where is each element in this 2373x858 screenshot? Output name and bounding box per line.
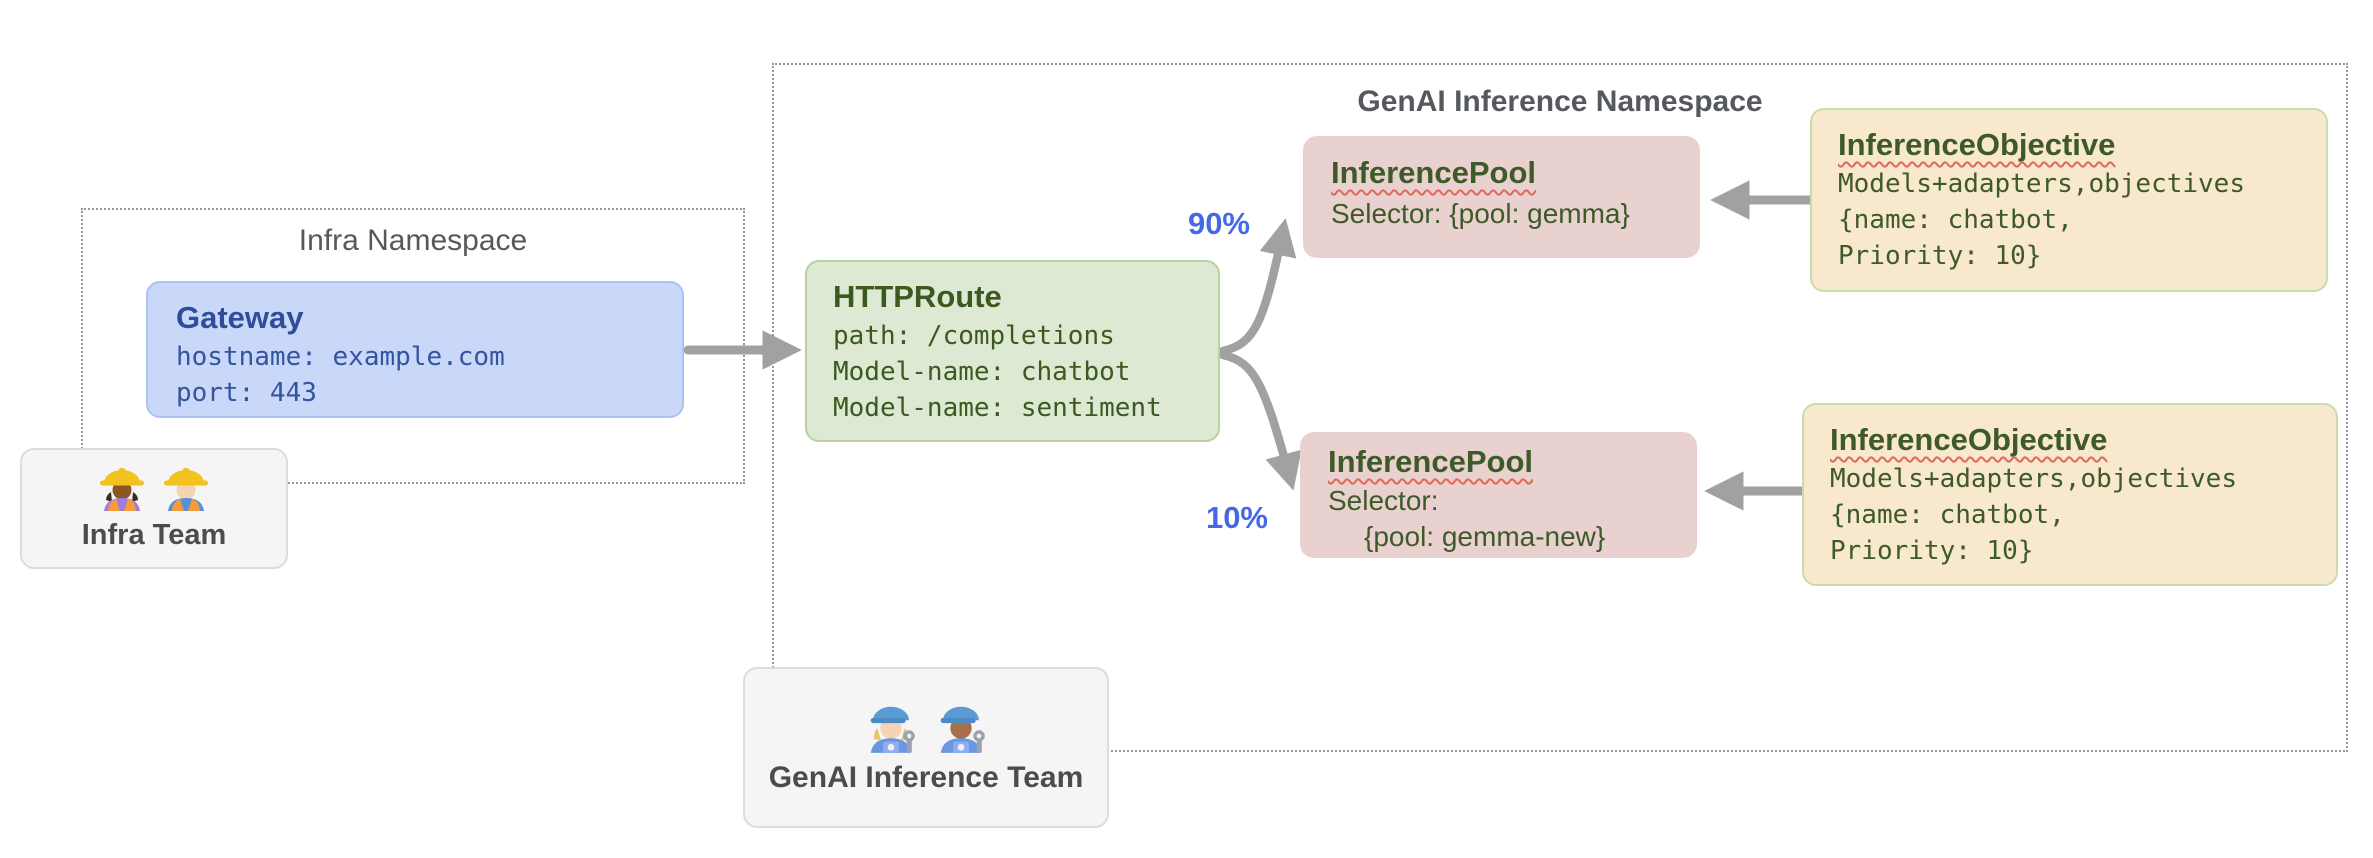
inference-pool-top-title-text: InferencePool [1331,155,1536,190]
mechanic-medium-icon [940,706,985,753]
traffic-weight-90-label: 90% [1187,206,1250,241]
inference-objective-bottom-line-2: {name: chatbot, [1830,500,2065,530]
infra-team-icons [98,465,210,511]
inference-objective-top-line-3: Priority: 10} [1838,241,2042,271]
inference-pool-bottom-box: InferencePool Selector: {pool: gemma-new… [1300,432,1697,558]
httproute-box: HTTPRoute path: /completions Model-name:… [805,260,1220,442]
genai-team-card: GenAI Inference Team [743,667,1109,828]
inference-pool-bottom-selector: Selector: [1328,485,1439,516]
genai-team-icons [864,701,988,753]
inference-pool-bottom-title-text: InferencePool [1328,444,1533,479]
inference-objective-top-line-2: {name: chatbot, [1838,205,2073,235]
gateway-box: Gateway hostname: example.com port: 443 [146,281,684,418]
construction-worker-light-icon [164,468,208,511]
mechanic-light-icon [870,706,915,753]
genai-team-label: GenAI Inference Team [768,760,1084,794]
inference-objective-bottom-box: InferenceObjective Models+adapters,objec… [1802,403,2338,586]
inference-pool-top-title: InferencePool [1331,152,1690,194]
inference-objective-top-title: InferenceObjective [1838,124,2316,166]
inference-objective-top-title-text: InferenceObjective [1838,127,2116,162]
inference-objective-top-line-1: Models+adapters,objectives [1838,169,2245,199]
inference-pool-top-selector: Selector: {pool: gemma} [1331,198,1630,229]
infra-namespace-title: Infra Namespace [298,224,528,257]
inference-objective-bottom-title-text: InferenceObjective [1830,422,2108,457]
construction-worker-dark-icon [100,468,144,511]
inference-pool-bottom-title: InferencePool [1328,441,1687,483]
inference-objective-bottom-title: InferenceObjective [1830,419,2326,461]
inference-objective-bottom-line-1: Models+adapters,objectives [1830,464,2237,494]
infra-team-label: Infra Team [81,519,227,551]
genai-namespace-title: GenAI Inference Namespace [1357,85,1763,118]
httproute-model-1: Model-name: chatbot [833,357,1131,387]
genai-namespace-container: GenAI Inference Namespace [772,63,2348,752]
inference-pool-bottom-selector-value: {pool: gemma-new} [1364,521,1606,552]
inference-objective-bottom-line-3: Priority: 10} [1830,536,2034,566]
gateway-title: Gateway [176,300,304,335]
httproute-path: path: /completions [833,321,1115,351]
traffic-weight-10-label: 10% [1205,500,1268,535]
inference-objective-top-box: InferenceObjective Models+adapters,objec… [1810,108,2328,292]
infra-namespace-container: Infra Namespace [81,208,745,484]
httproute-model-2: Model-name: sentiment [833,393,1162,423]
gateway-hostname: hostname: example.com [176,342,505,372]
gateway-port: port: 443 [176,378,317,408]
infra-team-card: Infra Team [20,448,288,569]
inference-pool-top-box: InferencePool Selector: {pool: gemma} [1303,136,1700,258]
httproute-title: HTTPRoute [833,279,1002,314]
